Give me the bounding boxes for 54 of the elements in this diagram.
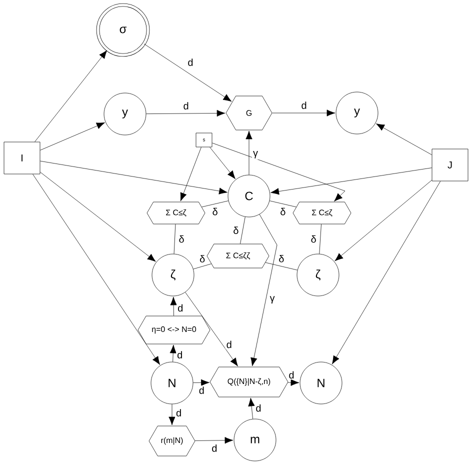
- arrow: [34, 50, 108, 142]
- arrow: [376, 124, 432, 156]
- arrow: [144, 44, 232, 102]
- arrow: [334, 180, 432, 262]
- arrow: [332, 181, 441, 364]
- arrow: [40, 160, 228, 194]
- edge-label: δ: [278, 254, 286, 264]
- arrow: [185, 292, 238, 366]
- input-box: J: [432, 148, 468, 182]
- edge-label: d: [176, 303, 184, 313]
- connector-line: [174, 224, 176, 254]
- arrow: [272, 110, 336, 116]
- edge-label: δ: [279, 206, 287, 216]
- connector-line: [193, 264, 212, 270]
- arrow: [32, 174, 160, 365]
- connector-line: [269, 200, 296, 208]
- arrow: [194, 437, 234, 444]
- input-box: I: [4, 142, 40, 174]
- edge-label: d: [186, 58, 194, 67]
- arrow: [168, 404, 176, 426]
- edge-label: d: [176, 350, 184, 360]
- edge-label: δ: [310, 234, 318, 244]
- arrow: [288, 379, 300, 386]
- arrow: [40, 172, 156, 262]
- connector-line: [319, 224, 322, 254]
- edge-label: δ: [198, 254, 206, 264]
- arrow: [248, 398, 255, 420]
- arrow: [246, 130, 252, 175]
- edge-label: d: [254, 403, 262, 413]
- connector-line: [265, 262, 298, 270]
- edge-label: γ: [252, 150, 259, 160]
- edge-label: d: [182, 101, 190, 110]
- edge-label: γ: [268, 295, 276, 304]
- edge-label: d: [225, 340, 233, 350]
- arrow: [250, 214, 278, 366]
- arrow: [193, 379, 210, 386]
- arrow: [270, 168, 432, 195]
- edge-label: δ: [211, 206, 219, 216]
- arrow: [170, 296, 177, 316]
- connector-line: [240, 216, 246, 244]
- edge-label: d: [175, 408, 183, 418]
- arrow: [146, 110, 226, 117]
- arrow: [212, 142, 346, 202]
- arrow: [40, 122, 105, 150]
- arrow: [210, 147, 236, 180]
- edge-label: d: [288, 370, 296, 380]
- edge-label: δ: [178, 234, 186, 244]
- connector-line: [202, 200, 229, 208]
- edge-label: d: [300, 100, 308, 110]
- edge-label: d: [210, 443, 218, 453]
- edge-label: δ: [232, 226, 240, 235]
- arrow: [180, 147, 202, 202]
- edge-label: d: [198, 386, 206, 395]
- arrow: [170, 344, 176, 362]
